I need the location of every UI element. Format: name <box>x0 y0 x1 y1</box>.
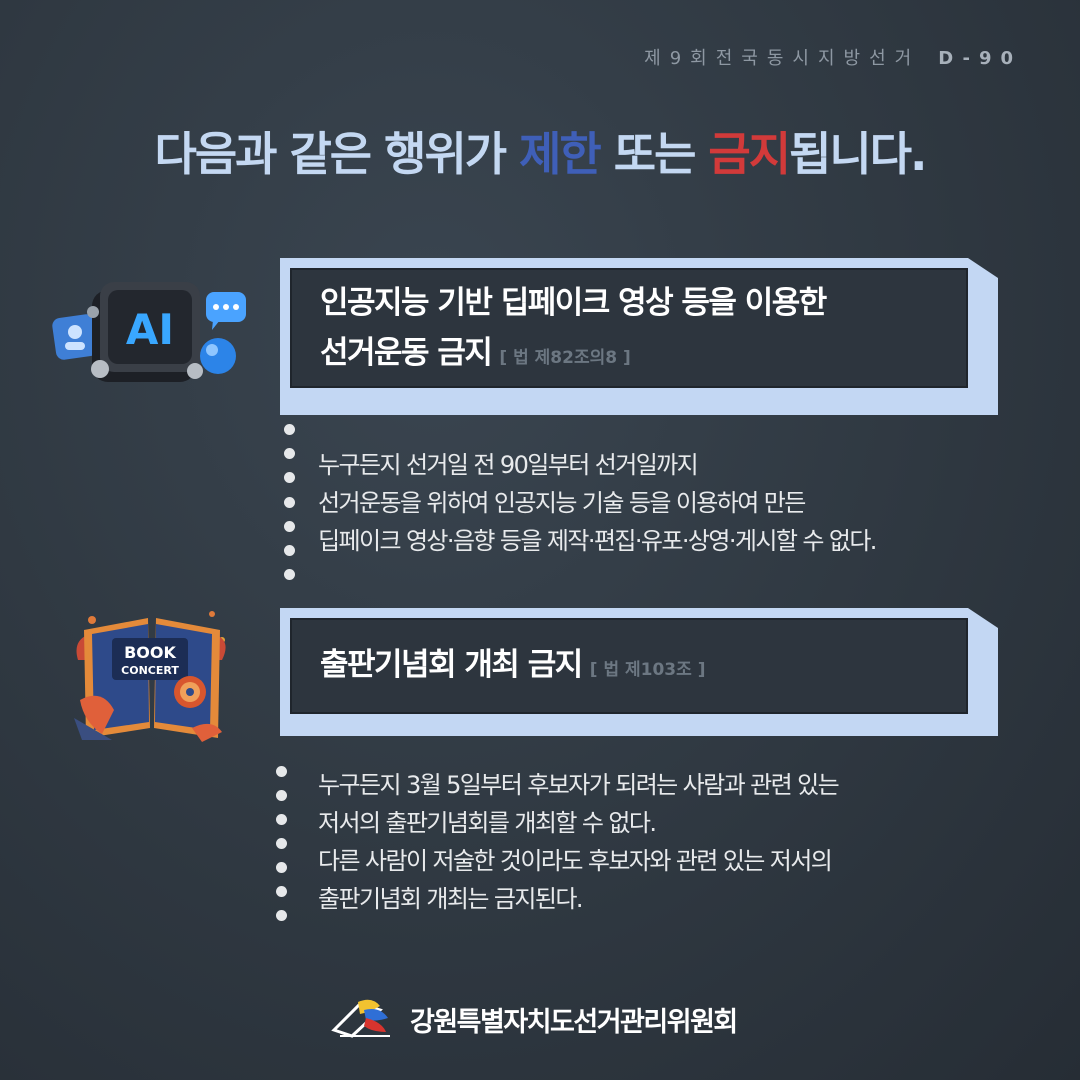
footer: 강원특별자치도선거관리위원회 <box>330 996 738 1042</box>
org-name: 강원특별자치도선거관리위원회 <box>410 1006 738 1038</box>
title-restrict: 제한 <box>519 127 602 181</box>
deepfake-line: 딥페이크 영상·음향 등을 제작·편집·유포·상영·게시할 수 없다. <box>318 527 877 555</box>
election-commission-logo-icon <box>330 996 396 1042</box>
book-concert-bullet-dots <box>276 766 290 921</box>
ai-label: AI <box>126 305 174 354</box>
page-title: 다음과 같은 행위가 제한 또는 금지됩니다. <box>0 118 1080 184</box>
title-part2: 또는 <box>599 127 709 181</box>
deepfake-ban-card: 인공지능 기반 딥페이크 영상 등을 이용한 선거운동 금지 [ 법 제82조의8… <box>280 258 998 415</box>
concert-label: CONCERT <box>121 664 179 677</box>
title-part3: 됩니다. <box>789 127 927 181</box>
title-part1: 다음과 같은 행위가 <box>154 127 520 181</box>
book-concert-line: 누구든지 3월 5일부터 후보자가 되려는 사람과 관련 있는 <box>318 771 840 799</box>
deepfake-line: 선거운동을 위하여 인공지능 기술 등을 이용하여 만든 <box>318 489 806 517</box>
book-concert-title-text: 출판기념회 개최 금지 <box>320 647 583 683</box>
election-dday-label: 제9회전국동시지방선거 D-90 <box>644 44 1022 70</box>
deepfake-law-ref: [ 법 제82조의8 ] <box>499 348 631 368</box>
deepfake-bullet-dots <box>284 424 298 584</box>
deepfake-title-line2: 선거운동 금지 [ 법 제82조의8 ] <box>320 328 631 383</box>
deepfake-title-text: 선거운동 금지 <box>320 335 493 371</box>
deepfake-line: 누구든지 선거일 전 90일부터 선거일까지 <box>318 451 699 479</box>
deepfake-title-line1: 인공지능 기반 딥페이크 영상 등을 이용한 <box>320 285 827 321</box>
deepfake-description: 누구든지 선거일 전 90일부터 선거일까지 선거운동을 위하여 인공지능 기술… <box>318 446 877 560</box>
book-concert-icon: BOOK CONCERT <box>72 600 232 745</box>
title-ban: 금지 <box>708 127 791 181</box>
book-concert-line: 저서의 출판기념회를 개최할 수 없다. <box>318 809 657 837</box>
book-label: BOOK <box>124 643 176 662</box>
ai-cube-icon: AI <box>48 272 248 397</box>
book-concert-law-ref: [ 법 제103조 ] <box>589 660 706 680</box>
book-concert-ban-card: 출판기념회 개최 금지 [ 법 제103조 ] <box>280 608 998 736</box>
dday-count: D-90 <box>938 48 1022 69</box>
book-concert-title: 출판기념회 개최 금지 [ 법 제103조 ] <box>320 640 705 695</box>
book-concert-line: 다른 사람이 저술한 것이라도 후보자와 관련 있는 저서의 <box>318 847 833 875</box>
book-concert-line: 출판기념회 개최는 금지된다. <box>318 885 583 913</box>
election-name: 제9회전국동시지방선거 <box>644 48 921 69</box>
book-concert-description: 누구든지 3월 5일부터 후보자가 되려는 사람과 관련 있는 저서의 출판기념… <box>318 766 840 918</box>
